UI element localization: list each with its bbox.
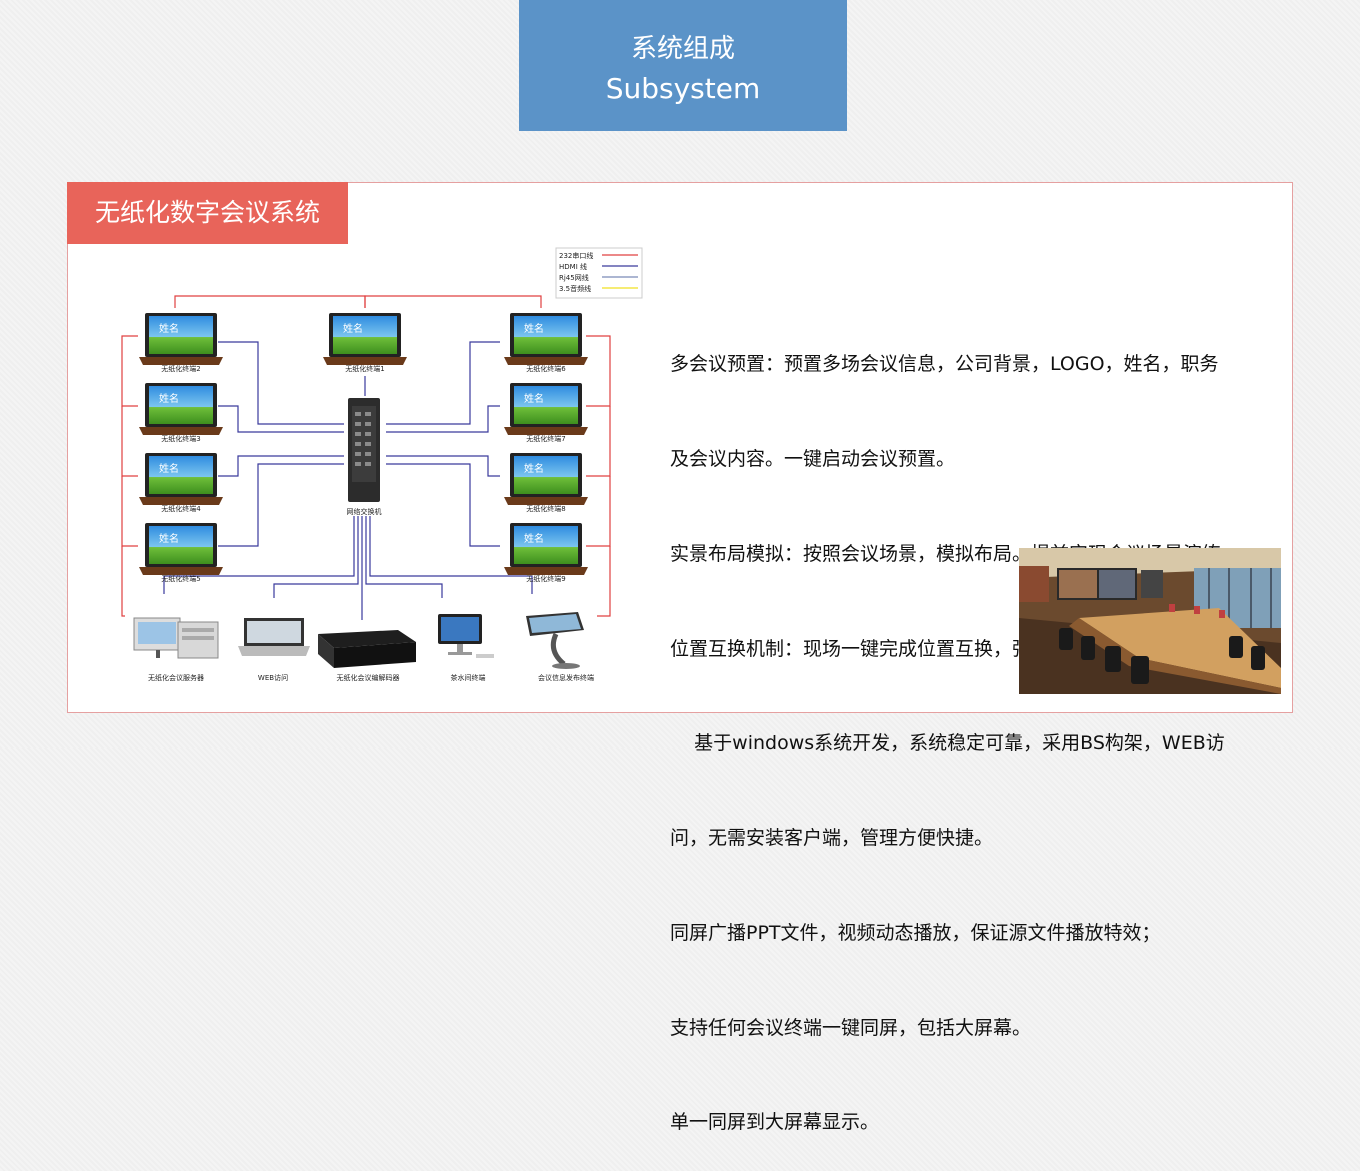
- legend-audio: 3.5音频线: [559, 284, 591, 293]
- terminal-screen-name: 姓名: [524, 322, 544, 335]
- terminal-screen-name: 姓名: [159, 462, 179, 475]
- desc-line: 基于windows系统开发，系统稳定可靠，采用BS构架，WEB访: [670, 732, 1225, 755]
- terminal-screen-name: 姓名: [159, 532, 179, 545]
- terminal-label-5: 无纸化终端5: [161, 574, 200, 583]
- device-label-web: WEB访问: [258, 673, 288, 682]
- desc-line: 及会议内容。一键启动会议预置。: [670, 447, 956, 470]
- terminal-3: 姓名 无纸化终端3: [139, 383, 223, 443]
- topology-diagram: 232串口线 HDMI 线 Rj45网线 3.5音频线: [78, 246, 644, 684]
- terminal-2: 姓名 无纸化终端2: [139, 313, 223, 373]
- device-server: 无纸化会议服务器: [133, 617, 219, 682]
- device-label-tea: 茶水间终端: [451, 673, 486, 682]
- conference-room-photo: [1019, 548, 1281, 694]
- terminal-label-7: 无纸化终端7: [526, 434, 565, 443]
- terminal-9: 姓名 无纸化终端9: [504, 523, 588, 583]
- terminal-1: 姓名 无纸化终端1: [323, 313, 407, 373]
- terminal-screen-name: 姓名: [524, 392, 544, 405]
- switch-label: 网络交换机: [347, 507, 382, 516]
- terminal-screen-name: 姓名: [524, 462, 544, 475]
- terminal-label-9: 无纸化终端9: [526, 574, 565, 583]
- terminal-label-2: 无纸化终端2: [161, 364, 200, 373]
- terminal-screen-name: 姓名: [159, 392, 179, 405]
- device-web-access: WEB访问: [238, 618, 310, 682]
- terminal-screen-name: 姓名: [343, 322, 363, 335]
- desc-line: 问，无需安装客户端，管理方便快捷。: [670, 827, 994, 850]
- desc-line: 单一同屏到大屏幕显示。: [670, 1111, 880, 1134]
- terminal-8: 姓名 无纸化终端8: [504, 453, 588, 513]
- device-tea-room: 茶水间终端: [438, 614, 494, 682]
- device-info-publisher: 会议信息发布终端: [526, 612, 594, 682]
- terminal-6: 姓名 无纸化终端6: [504, 313, 588, 373]
- desc-line: 多会议预置：预置多场会议信息，公司背景，LOGO，姓名，职务: [670, 353, 1219, 376]
- network-switch: 网络交换机: [347, 398, 382, 516]
- title-en: Subsystem: [605, 72, 761, 105]
- device-codec: 无纸化会议编解码器: [318, 630, 416, 682]
- legend: 232串口线 HDMI 线 Rj45网线 3.5音频线: [555, 247, 643, 299]
- terminal-label-4: 无纸化终端4: [161, 504, 201, 513]
- desc-line: 同屏广播PPT文件，视频动态播放，保证源文件播放特效；: [670, 921, 1161, 944]
- feature-description: 多会议预置：预置多场会议信息，公司背景，LOGO，姓名，职务 及会议内容。一键启…: [670, 286, 1290, 1171]
- terminal-label-1: 无纸化终端1: [345, 364, 384, 373]
- title-zh: 系统组成: [630, 34, 735, 64]
- terminal-7: 姓名 无纸化终端7: [504, 383, 588, 443]
- terminal-label-6: 无纸化终端6: [526, 364, 566, 373]
- section-title: 无纸化数字会议系统: [67, 182, 348, 244]
- subsystem-title-box: 系统组成 Subsystem: [519, 0, 847, 131]
- device-label-server: 无纸化会议服务器: [148, 673, 204, 682]
- terminal-screen-name: 姓名: [524, 532, 544, 545]
- legend-rs232: 232串口线: [559, 251, 593, 260]
- terminal-4: 姓名 无纸化终端4: [139, 453, 223, 513]
- legend-rj45: Rj45网线: [559, 273, 589, 282]
- terminal-label-8: 无纸化终端8: [526, 504, 565, 513]
- legend-hdmi: HDMI 线: [559, 262, 587, 271]
- terminal-screen-name: 姓名: [159, 322, 179, 335]
- terminal-label-3: 无纸化终端3: [161, 434, 200, 443]
- device-label-codec: 无纸化会议编解码器: [337, 673, 400, 682]
- device-label-publisher: 会议信息发布终端: [538, 673, 594, 682]
- desc-line: 支持任何会议终端一键同屏，包括大屏幕。: [670, 1016, 1032, 1039]
- terminal-5: 姓名 无纸化终端5: [139, 523, 223, 583]
